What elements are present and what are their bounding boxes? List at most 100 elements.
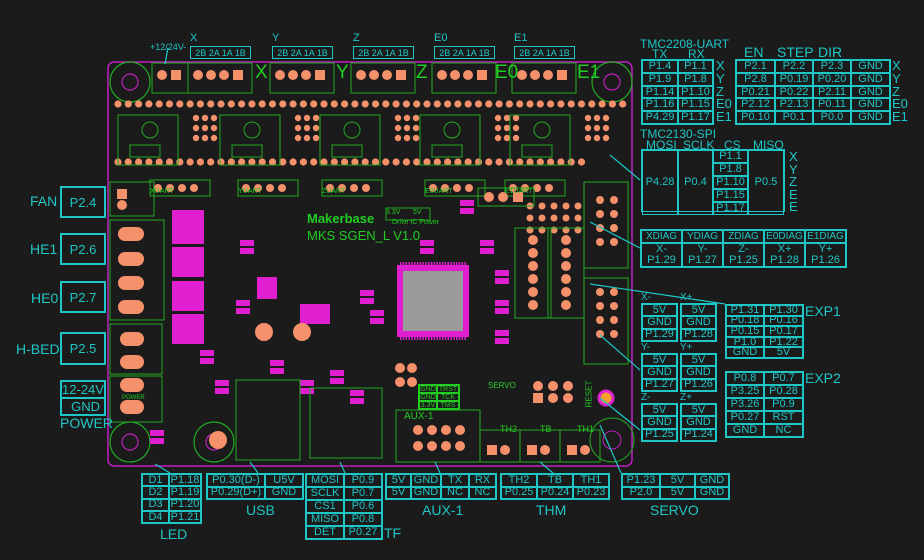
- he0-pin-box: P2.7: [60, 281, 106, 313]
- diag-value: Z-P1.25: [723, 243, 764, 267]
- servo-table-cell: GND: [695, 474, 729, 487]
- stepdir-table-cell: P0.1: [775, 111, 813, 124]
- diag-pin: P1.26: [811, 254, 840, 266]
- stepdir-table-cell: P0.19: [775, 72, 813, 86]
- stepdir-table-cell: P2.1: [736, 60, 775, 73]
- diag-endstop: Z-: [738, 243, 749, 255]
- tf-table-cell: P0.9: [344, 474, 382, 487]
- servo-table-cell: GND: [695, 486, 729, 499]
- spi-title: TMC2130-SPI: [640, 127, 717, 141]
- endstop-xmax-table-cell: 5V: [681, 304, 716, 317]
- uart-table-cell: P1.8: [678, 72, 713, 86]
- motor-silk-label: E0: [495, 62, 519, 83]
- silk-aux: AUX-1: [404, 411, 434, 422]
- thm-table-cell: P0.23: [573, 486, 609, 499]
- tf-label: TF: [384, 525, 402, 541]
- exp2-table-cell: P0.27: [726, 411, 764, 424]
- spi-axis-label: X: [789, 149, 798, 164]
- uart-silk-label: YUART: [238, 188, 262, 195]
- endstop-zmax-label: Z+: [680, 392, 692, 403]
- uart-silk-label: XUART: [150, 188, 174, 195]
- stepdir-table-cell: P2.8: [736, 72, 775, 86]
- diag-pin: P1.28: [770, 254, 799, 266]
- uart-axis-label: Y: [716, 70, 725, 86]
- endstop-zmin-table-cell: GND: [642, 416, 677, 429]
- uart-table-cell: P1.4: [642, 60, 678, 73]
- silk-drive-ic-power: Drive IC Power: [392, 219, 440, 226]
- spi-table: P4.28 P0.4 P1.1 P1.8 P1.10 P1.15 P1.17 P…: [641, 149, 785, 215]
- endstop-xmax-table-cell: GND: [681, 316, 716, 329]
- diag-value: Y+P1.26: [805, 243, 846, 267]
- tf-table-cell: SCLK: [306, 487, 344, 500]
- exp1-table-cell: P1.31: [726, 305, 764, 316]
- exp2-table-cell: P3.25: [726, 385, 764, 398]
- usb-table-cell: P0.30(D-): [207, 474, 265, 487]
- spi-cs: P1.15: [713, 189, 748, 202]
- stepdir-axis-label: E1: [892, 109, 908, 125]
- thm-table-cell: TB: [537, 474, 573, 487]
- stepdir-header-en: EN: [744, 44, 764, 60]
- diag-endstop: Y-: [697, 243, 708, 255]
- exp1-label: EXP1: [805, 303, 841, 319]
- servo-table-cell: 5V: [660, 486, 695, 499]
- stepdir-table-cell: P0.10: [736, 111, 775, 124]
- aux-label: AUX-1: [422, 502, 464, 518]
- jtag-silk-table-cell: TMS: [437, 401, 459, 409]
- endstop-xmax-label: X+: [680, 292, 693, 303]
- stepdir-table-cell: P0.22: [775, 85, 813, 99]
- spi-sclk: P0.4: [678, 150, 713, 215]
- stepdir-table-cell: GND: [851, 111, 890, 124]
- board-outline: [107, 61, 633, 467]
- uart-silk-label: E1UART: [505, 188, 533, 195]
- tf-table-cell: MISO: [306, 513, 344, 526]
- led-table-cell: D2: [142, 486, 169, 499]
- silk-tb: TB: [540, 424, 552, 434]
- exp1-table-cell: P0.15: [726, 326, 764, 337]
- usb-table-cell: P0.29(D+): [207, 486, 265, 499]
- exp1-table-cell: P0.17: [764, 326, 803, 337]
- he1-label: HE1: [30, 241, 58, 257]
- silk-3v3: 3.3V: [386, 209, 401, 216]
- motor-axis-label: Y: [272, 32, 280, 44]
- led-table-cell: P1.18: [169, 473, 201, 487]
- diag-value: X-P1.29: [641, 243, 682, 267]
- exp1-table-cell: P1.22: [764, 336, 803, 348]
- aux-table-cell: TX: [441, 474, 469, 487]
- stepdir-table-cell: GND: [851, 98, 890, 112]
- stepdir-table-cell: P0.11: [813, 98, 851, 112]
- led-label: LED: [160, 526, 188, 542]
- uart-header-tx: TX: [652, 47, 668, 61]
- exp1-table-cell: P0.18: [726, 315, 764, 327]
- silk-power: POWER: [122, 395, 145, 401]
- diag-header: YDIAG: [682, 230, 723, 243]
- exp2-table-cell: P0.8: [726, 372, 764, 385]
- endstop-zmin-table-cell: P1.25: [642, 428, 677, 441]
- diag-value: Y-P1.27: [682, 243, 723, 267]
- diag-endstop: Y+: [818, 243, 833, 255]
- uart-table-cell: P1.1: [678, 60, 713, 73]
- uart-table-cell: P1.14: [642, 85, 678, 99]
- spi-axis-label: Y: [789, 161, 798, 177]
- stepdir-table-cell: GND: [851, 72, 890, 86]
- exp2-table-cell: P3.26: [726, 398, 764, 411]
- stepdir-table-cell: P0.21: [736, 85, 775, 99]
- mosfets: [172, 210, 330, 344]
- diag-header: ZDIAG: [723, 230, 764, 243]
- stepdir-axis-label: Z: [892, 83, 900, 99]
- stepdir-table-cell: GND: [851, 60, 890, 73]
- power-label: POWER: [60, 415, 113, 431]
- endstop-ymin-table-cell: P1.27: [642, 378, 677, 391]
- endstop-zmin-label: Z-: [641, 392, 651, 403]
- exp2-table-cell: NC: [764, 424, 803, 437]
- uart-table-cell: P1.15: [678, 98, 713, 112]
